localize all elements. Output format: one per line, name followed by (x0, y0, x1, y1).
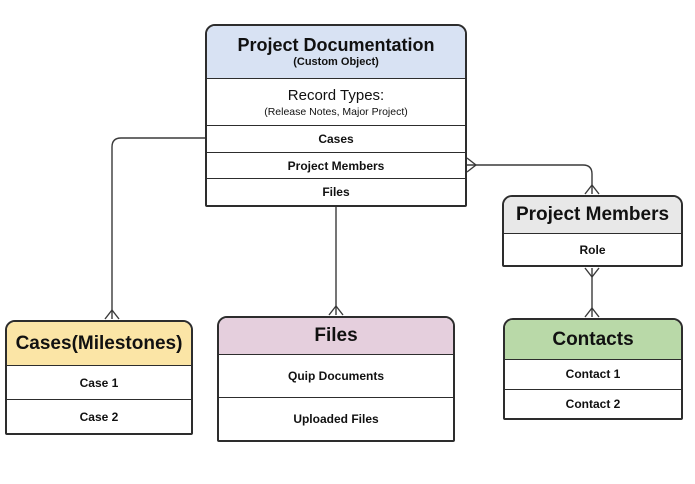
attribute-label: Files (322, 185, 350, 200)
entity-title: Project Members (515, 204, 670, 226)
connector-project-members-to-contacts (584, 267, 600, 318)
entity-contacts: Contacts Contact 1 Contact 2 (503, 318, 683, 420)
attribute-sublabel: (Release Notes, Major Project) (264, 105, 408, 118)
entity-title: Project Documentation (237, 34, 435, 55)
entity-project-members: Project Members Role (502, 195, 683, 267)
attribute-label: Quip Documents (287, 369, 384, 383)
entity-title: Contacts (552, 328, 634, 350)
entity-subtitle: (Custom Object) (293, 56, 379, 69)
attribute-row-contact-1: Contact 1 (505, 360, 681, 390)
attribute-row-role: Role (504, 234, 681, 265)
attribute-row-files: Files (207, 179, 465, 205)
entity-title: Cases(Milestones) (15, 332, 183, 354)
attribute-label: Cases (318, 131, 354, 146)
attribute-row-case-1: Case 1 (7, 366, 191, 400)
entity-project-documentation: Project Documentation (Custom Object) Re… (205, 24, 467, 207)
crows-foot-marker (584, 267, 600, 278)
attribute-label: Project Members (287, 158, 385, 173)
attribute-label: Contact 1 (565, 367, 621, 382)
entity-header: Project Members (504, 197, 681, 234)
entity-header: Project Documentation (Custom Object) (207, 26, 465, 79)
crows-foot-marker (584, 184, 600, 195)
crows-foot-marker (584, 307, 600, 318)
entity-header: Contacts (505, 320, 681, 360)
attribute-row-uploaded-files: Uploaded Files (219, 398, 453, 440)
connector-pd-to-files (328, 207, 344, 316)
connector-pd-to-project-members (466, 157, 600, 195)
entity-title: Files (314, 325, 358, 347)
entity-header: Cases(Milestones) (7, 322, 191, 366)
attribute-label: Record Types: (287, 86, 385, 104)
connector-line (467, 164, 593, 194)
attribute-row-case-2: Case 2 (7, 400, 191, 433)
entity-files: Files Quip Documents Uploaded Files (217, 316, 455, 442)
attribute-row-quip-documents: Quip Documents (219, 355, 453, 398)
attribute-label: Case 1 (79, 375, 119, 390)
attribute-row-project-members: Project Members (207, 152, 465, 180)
crows-foot-marker (104, 309, 120, 320)
attribute-row-cases: Cases (207, 126, 465, 153)
crows-foot-marker (328, 305, 344, 316)
attribute-label: Contact 2 (565, 396, 621, 411)
connector-line (111, 137, 205, 319)
attribute-label: Role (579, 242, 606, 257)
attribute-label: Uploaded Files (293, 412, 379, 426)
attribute-label: Case 2 (79, 409, 119, 424)
attribute-row-contact-2: Contact 2 (505, 389, 681, 418)
entity-cases-milestones: Cases(Milestones) Case 1 Case 2 (5, 320, 193, 435)
attribute-row-record-types: Record Types: (Release Notes, Major Proj… (207, 79, 465, 126)
connector-pd-to-cases (104, 137, 205, 320)
entity-header: Files (219, 318, 453, 355)
crows-foot-marker (466, 157, 477, 173)
